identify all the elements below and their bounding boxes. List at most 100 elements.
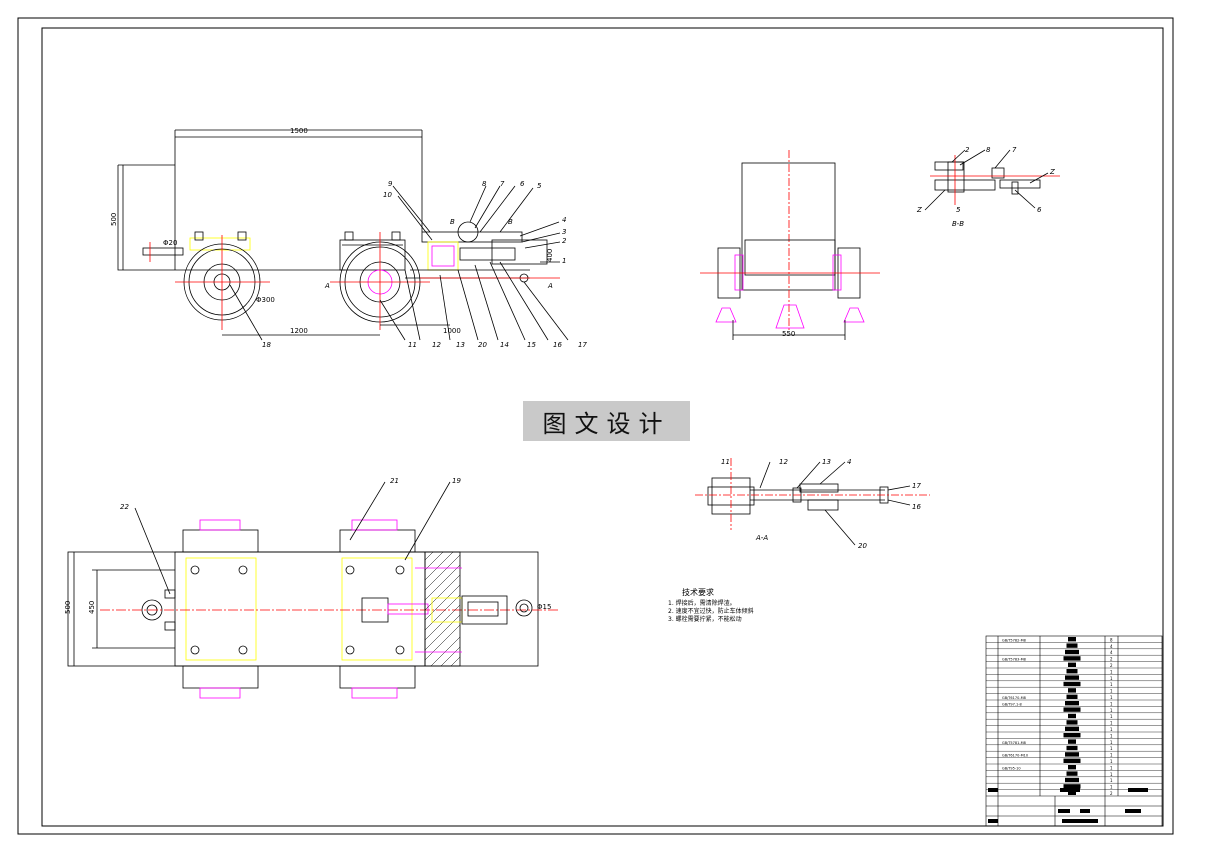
part-tag: 9	[388, 180, 393, 188]
tech-item: 2. 速度不宜过快，防止车体倾斜	[668, 608, 754, 615]
part-name-block	[1065, 701, 1079, 706]
side-view	[117, 129, 569, 341]
part-name-block	[1068, 790, 1076, 795]
part-name-block	[1068, 662, 1076, 667]
part-tag: 1	[562, 257, 566, 265]
part-name-block	[1063, 681, 1081, 687]
part-tag: 8	[482, 180, 487, 188]
part-tag: 15	[527, 341, 536, 349]
dim-top-width: 500	[64, 601, 72, 614]
part-qty: 8	[1110, 637, 1113, 642]
part-name-block	[1066, 745, 1078, 751]
part-qty: 2	[1110, 663, 1113, 668]
part-tag: 4	[562, 216, 566, 224]
part-tag: 17	[578, 341, 587, 349]
part-tag: 10	[383, 191, 392, 199]
part-tag: 11	[721, 458, 730, 466]
dim-wheel-dia: Φ300	[256, 296, 275, 304]
part-qty: 1	[1110, 695, 1113, 700]
part-tag: 7	[500, 180, 505, 188]
part-tag: 7	[1012, 146, 1017, 154]
dim-offset: 400	[546, 249, 554, 262]
part-tag: 5	[537, 182, 542, 190]
part-tag: 16	[912, 503, 921, 511]
section-aa-labels: A-A 11 12 13 4 17 16 20	[721, 458, 921, 550]
part-code: GB/T5782-M8	[1002, 638, 1026, 642]
part-qty: 1	[1110, 701, 1113, 706]
dim-total-length: 1500	[290, 127, 308, 135]
tech-requirements-title: 技术要求	[682, 588, 714, 597]
title-block-cell	[1125, 809, 1141, 813]
part-qty: 2	[1110, 657, 1113, 662]
part-tag: 13	[456, 341, 465, 349]
part-qty: 1	[1110, 785, 1113, 790]
part-qty: 1	[1110, 708, 1113, 713]
part-tag: Z	[1049, 168, 1055, 176]
part-tag: 20	[858, 542, 867, 550]
part-name-block	[1068, 637, 1076, 642]
part-qty: 1	[1110, 727, 1113, 732]
part-qty: 1	[1110, 772, 1113, 777]
part-name-block	[1066, 694, 1078, 699]
part-tag: 4	[847, 458, 851, 466]
tech-item: 3. 螺栓需要拧紧，不能松动	[668, 616, 742, 623]
part-qty: 1	[1110, 682, 1113, 687]
title-block-cell	[988, 819, 998, 823]
part-qty: 1	[1110, 778, 1113, 783]
part-tag: 22	[120, 503, 129, 511]
tech-requirements: 技术要求 1. 焊接后，需清除焊渣。 2. 速度不宜过快，防止车体倾斜 3. 螺…	[668, 587, 754, 624]
section-bb	[924, 149, 1060, 211]
section-mark-a-right: A	[547, 282, 553, 290]
part-tag: 6	[1037, 206, 1042, 214]
part-name-block	[1068, 688, 1076, 693]
part-qty: 4	[1110, 644, 1113, 649]
section-bb-labels: B-B 2 8 7 Z Z 5 6	[916, 146, 1055, 228]
dim-pin-dia: Φ20	[163, 239, 177, 247]
part-qty: 1	[1110, 714, 1113, 719]
dim-end-width: 550	[782, 330, 795, 338]
title-block-cell	[1080, 809, 1090, 813]
part-qty: 1	[1110, 740, 1113, 745]
part-qty: 1	[1110, 765, 1113, 770]
part-tag: 11	[408, 341, 417, 349]
part-code: GB/T97.1-8	[1002, 702, 1022, 706]
part-tag: 3	[562, 228, 566, 236]
part-name-block	[1063, 758, 1081, 763]
part-code: GB/T95-10	[1002, 766, 1021, 770]
part-qty: 1	[1110, 676, 1113, 681]
title-block-cell	[1062, 819, 1098, 823]
dim-top-inner: 450	[88, 601, 96, 614]
parts-table-rows	[986, 642, 1162, 790]
part-tag: 2	[562, 237, 567, 245]
top-view	[67, 481, 560, 699]
part-name-block	[1068, 713, 1076, 719]
part-name-block	[1065, 726, 1079, 731]
part-tag: 6	[520, 180, 525, 188]
watermark-text: 图文设计	[542, 409, 671, 438]
tech-item: 1. 焊接后，需清除焊渣。	[668, 600, 736, 607]
title-block-cell	[1058, 809, 1070, 813]
watermark-banner: 图文设计	[523, 401, 690, 441]
end-view	[700, 150, 880, 340]
section-bb-title: B-B	[952, 220, 964, 228]
section-mark-b-right: B	[508, 218, 513, 226]
part-qty: 1	[1110, 733, 1113, 738]
part-qty: 1	[1110, 759, 1113, 764]
part-qty: 2	[1110, 791, 1113, 796]
part-name-block	[1063, 784, 1081, 789]
dim-top-pin: Φ15	[537, 603, 551, 611]
part-tag: 12	[432, 341, 441, 349]
part-qty: 1	[1110, 746, 1113, 751]
top-view-labels: 500 450 Φ15 22 21 19	[64, 477, 551, 614]
dim-height: 500	[110, 213, 118, 226]
section-mark-a-left: A	[324, 282, 330, 290]
section-aa-title: A-A	[755, 534, 768, 542]
part-name-block	[1068, 765, 1076, 770]
part-qty: 1	[1110, 753, 1113, 758]
part-tag: 18	[262, 341, 271, 349]
part-tag: 20	[478, 341, 487, 349]
part-name-block	[1066, 720, 1078, 725]
part-name-block	[1066, 643, 1078, 648]
part-tag: 12	[779, 458, 788, 466]
